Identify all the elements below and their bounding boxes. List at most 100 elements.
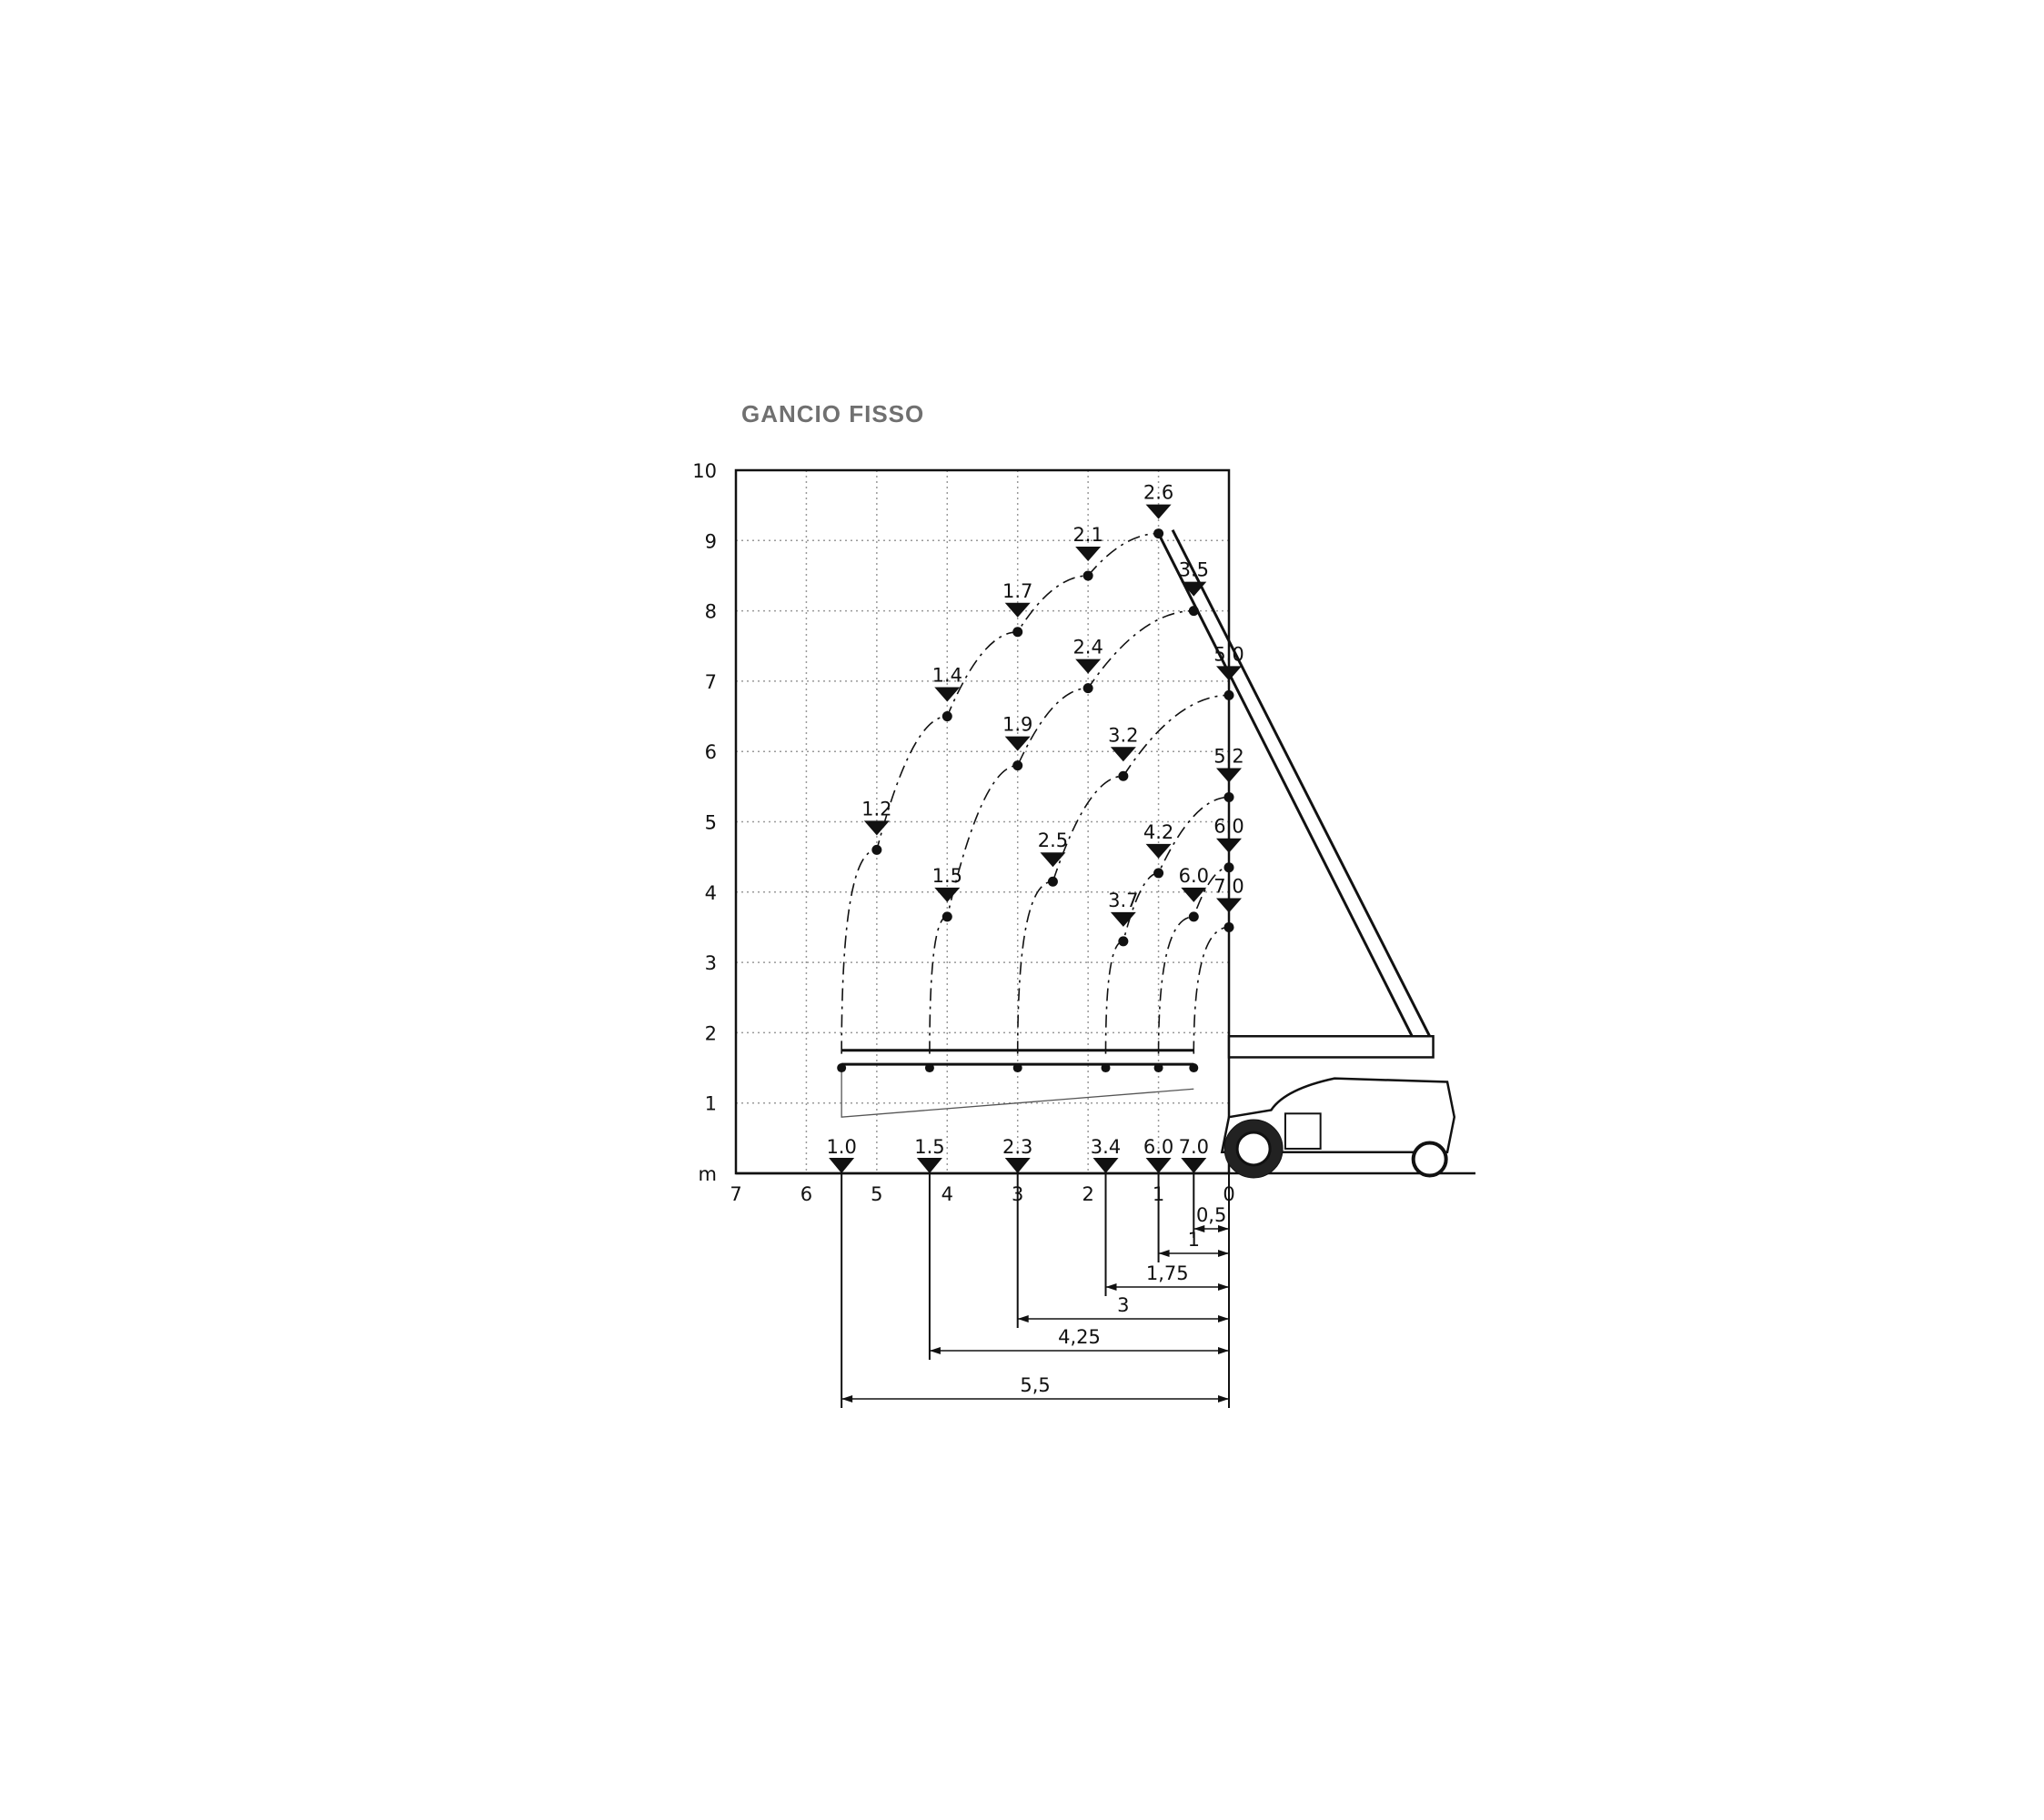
ground-load-label: 1.5 xyxy=(914,1136,944,1158)
load-point xyxy=(1082,683,1093,694)
load-point xyxy=(1188,606,1199,617)
load-point xyxy=(1223,791,1234,802)
ground-load-label: 2.3 xyxy=(1002,1136,1032,1158)
load-marker xyxy=(1181,887,1207,902)
load-marker xyxy=(934,687,961,702)
x-tick-label: 4 xyxy=(941,1183,953,1205)
ground-load-marker xyxy=(1004,1158,1031,1173)
load-marker xyxy=(1145,843,1172,859)
boom-tip-point xyxy=(1189,1063,1199,1073)
ground-load-label: 7.0 xyxy=(1179,1136,1209,1158)
dimension-label: 5,5 xyxy=(1020,1374,1050,1396)
load-point xyxy=(1188,911,1199,922)
load-marker xyxy=(1216,838,1242,853)
reach-arc xyxy=(841,532,1159,1054)
ground-load-marker xyxy=(1092,1158,1119,1173)
y-tick-label: m xyxy=(699,1163,717,1185)
crane-body xyxy=(1220,1077,1456,1154)
load-label: 5.2 xyxy=(1213,745,1244,767)
ground-load-label: 6.0 xyxy=(1143,1136,1173,1158)
load-label: 6.0 xyxy=(1179,865,1209,887)
y-tick-label: 1 xyxy=(705,1093,717,1115)
load-label: 2.4 xyxy=(1072,637,1103,659)
load-label: 3.7 xyxy=(1108,890,1138,911)
boom-tip-point xyxy=(1153,1063,1163,1073)
load-point xyxy=(1223,689,1234,700)
load-label: 7.0 xyxy=(1213,875,1244,897)
load-marker xyxy=(1110,911,1136,927)
load-point xyxy=(871,844,882,855)
load-marker xyxy=(934,887,961,902)
load-label: 1.2 xyxy=(861,798,891,820)
load-marker xyxy=(1110,747,1136,762)
load-marker xyxy=(1075,659,1102,674)
load-point xyxy=(1223,921,1234,932)
y-tick-label: 5 xyxy=(705,812,717,834)
load-marker xyxy=(1216,898,1242,913)
ground-load-marker xyxy=(916,1158,942,1173)
load-label: 2.1 xyxy=(1072,524,1103,546)
crane-engine-box xyxy=(1284,1112,1322,1150)
boom-sweep-line xyxy=(841,1068,1194,1118)
x-tick-label: 7 xyxy=(730,1183,741,1205)
load-marker xyxy=(1004,602,1031,618)
load-point xyxy=(1118,936,1129,947)
y-tick-label: 7 xyxy=(705,671,717,693)
boom-tip-point xyxy=(924,1063,934,1073)
x-tick-label: 5 xyxy=(871,1183,882,1205)
reach-arc xyxy=(1104,796,1230,1054)
load-label: 6.0 xyxy=(1213,816,1244,838)
load-point xyxy=(941,911,952,922)
load-label: 5.0 xyxy=(1213,643,1244,665)
y-tick-label: 6 xyxy=(705,741,717,763)
dimension-label: 1 xyxy=(1188,1229,1200,1251)
load-label: 1.4 xyxy=(932,665,962,687)
inclined-boom xyxy=(1157,532,1414,1037)
dimension-label: 1,75 xyxy=(1146,1262,1189,1284)
load-marker xyxy=(1216,768,1242,783)
load-point xyxy=(1153,528,1164,539)
y-tick-label: 8 xyxy=(705,601,717,623)
dimension-label: 4,25 xyxy=(1058,1326,1101,1348)
front-wheel-hub xyxy=(1235,1131,1272,1167)
load-point xyxy=(1012,627,1023,638)
ground-load-marker xyxy=(1181,1158,1207,1173)
load-label: 2.6 xyxy=(1143,482,1173,504)
load-label: 4.2 xyxy=(1143,821,1173,843)
load-point xyxy=(1118,770,1129,781)
load-marker xyxy=(1216,666,1242,681)
x-tick-label: 6 xyxy=(800,1183,812,1205)
boom-tip-point xyxy=(837,1063,847,1073)
load-marker xyxy=(1075,546,1102,561)
reach-arc xyxy=(1193,926,1230,1054)
y-tick-label: 4 xyxy=(705,882,717,904)
y-tick-label: 9 xyxy=(705,530,717,552)
load-label: 2.5 xyxy=(1038,830,1068,851)
load-point xyxy=(1082,570,1093,581)
ground-load-marker xyxy=(829,1158,855,1173)
load-point xyxy=(1223,862,1234,873)
dimension-label: 3 xyxy=(1117,1294,1129,1316)
ground-load-label: 1.0 xyxy=(826,1136,856,1158)
y-tick-label: 3 xyxy=(705,952,717,974)
load-label: 1.9 xyxy=(1002,714,1032,736)
load-label: 3.2 xyxy=(1108,724,1138,746)
load-point xyxy=(1012,760,1023,771)
load-marker xyxy=(1004,736,1031,751)
load-point xyxy=(1047,876,1058,887)
rear-wheel xyxy=(1411,1141,1448,1178)
chart-title: GANCIO FISSO xyxy=(741,400,925,427)
reach-arc xyxy=(929,609,1194,1054)
ground-load-label: 3.4 xyxy=(1091,1136,1121,1158)
y-tick-label: 10 xyxy=(692,460,717,482)
crane-turret xyxy=(1227,1035,1435,1059)
load-point xyxy=(941,711,952,722)
load-label: 3.5 xyxy=(1179,559,1209,581)
x-tick-label: 2 xyxy=(1082,1183,1093,1205)
boom-tip-point xyxy=(1012,1063,1022,1073)
load-marker xyxy=(1145,504,1172,519)
reach-arc xyxy=(1157,866,1230,1054)
load-label: 1.7 xyxy=(1002,580,1032,602)
dimension-arrows xyxy=(1193,1225,1229,1232)
